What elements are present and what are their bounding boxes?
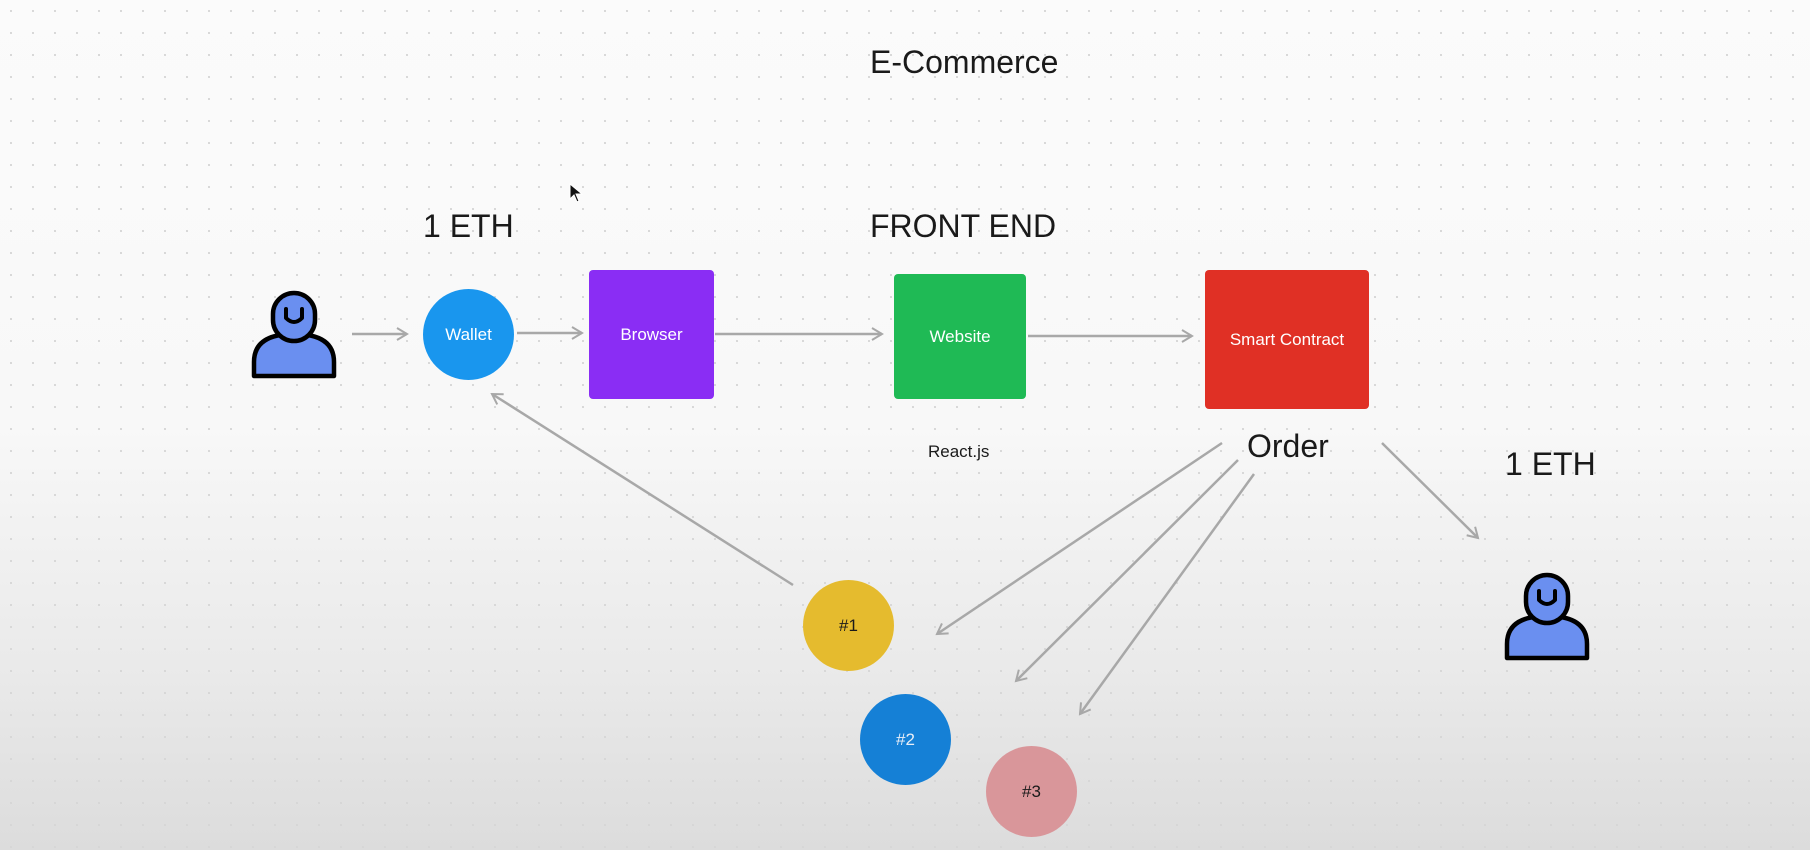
arrow-order-to-3 [1078, 473, 1256, 716]
mouse-pointer-icon [569, 182, 585, 208]
order-3-label: #3 [1022, 781, 1041, 801]
label-eth-left: 1 ETH [423, 208, 514, 244]
order-node-2[interactable]: #2 [860, 694, 951, 785]
smart-contract-label: Smart Contract [1229, 329, 1345, 349]
arrow-contract-to-seller [1381, 442, 1480, 540]
order-node-1[interactable]: #1 [803, 580, 894, 671]
order-1-label: #1 [839, 615, 858, 635]
arrow-order-to-2 [1014, 459, 1239, 683]
browser-node[interactable]: Browser [589, 270, 714, 399]
order-2-label: #2 [896, 729, 915, 749]
page-title: E-Commerce [870, 44, 1059, 80]
arrow-order1-to-wallet [490, 392, 794, 587]
order-node-3[interactable]: #3 [986, 746, 1077, 837]
browser-label: Browser [620, 324, 683, 344]
label-eth-right: 1 ETH [1505, 446, 1596, 482]
arrow-order-to-1 [935, 441, 1223, 636]
user-icon[interactable] [1503, 572, 1591, 667]
label-react: React.js [928, 442, 990, 461]
wallet-label: Wallet [445, 324, 492, 344]
website-label: Website [929, 326, 991, 346]
wallet-node[interactable]: Wallet [423, 289, 514, 380]
website-node[interactable]: Website [894, 274, 1026, 399]
user-icon[interactable] [250, 290, 338, 385]
smart-contract-node[interactable]: Smart Contract [1205, 270, 1369, 409]
label-front-end: FRONT END [870, 208, 1057, 244]
label-order: Order [1247, 428, 1329, 464]
